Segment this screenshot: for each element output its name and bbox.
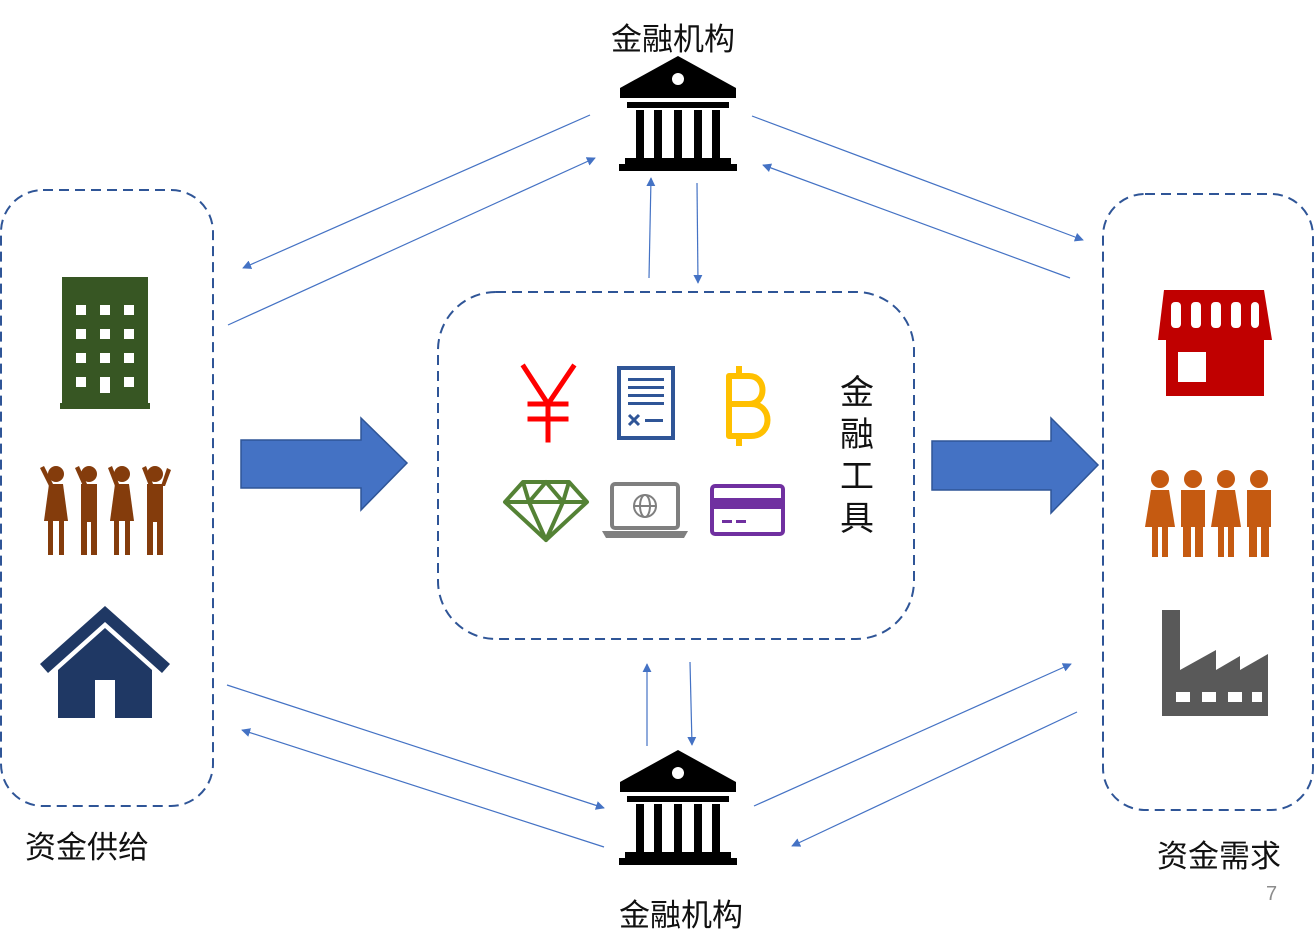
diamond-icon xyxy=(503,480,589,542)
yuan-icon xyxy=(520,363,577,443)
page-number: 7 xyxy=(1266,883,1278,905)
bitcoin-icon xyxy=(726,366,771,446)
supply-label: 资金供给 xyxy=(25,830,149,866)
flow-arrow xyxy=(226,684,605,810)
instruments-label-char: 融 xyxy=(840,415,874,455)
instruments-label-char: 金 xyxy=(840,373,874,413)
flow-arrow xyxy=(791,711,1078,847)
flow-arrow xyxy=(693,182,703,284)
big-arrow-left xyxy=(240,416,409,512)
top-institution-label: 金融机构 xyxy=(611,22,735,58)
instruments-label-char: 具 xyxy=(840,499,874,539)
instruments-label-char: 工 xyxy=(840,457,874,497)
flow-arrow xyxy=(687,661,697,746)
flow-arrow xyxy=(242,114,591,269)
flow-arrow xyxy=(241,728,605,848)
laptop-icon xyxy=(602,482,688,538)
flow-arrow xyxy=(227,157,596,326)
document-icon xyxy=(617,366,675,440)
flow-arrow xyxy=(751,115,1084,242)
demand-label: 资金需求 xyxy=(1157,839,1281,875)
factory-icon xyxy=(1162,610,1268,716)
supply-box xyxy=(0,189,214,807)
office-building-icon xyxy=(60,277,150,409)
bank-icon xyxy=(619,56,737,171)
flow-arrow xyxy=(762,163,1071,279)
house-icon xyxy=(40,606,170,718)
demand-box xyxy=(1102,193,1314,811)
people-group-icon xyxy=(40,466,171,555)
bottom-institution-label: 金融机构 xyxy=(619,898,743,934)
flow-arrows xyxy=(226,114,1084,848)
instruments-box xyxy=(437,291,915,640)
storefront-icon xyxy=(1158,290,1272,396)
flow-arrow xyxy=(753,663,1072,807)
bank-icon xyxy=(619,750,737,865)
big-arrow-right xyxy=(931,416,1100,515)
flow-arrow xyxy=(646,177,656,279)
instruments-label: 金 融 工 具 xyxy=(837,372,877,540)
people-group-icon xyxy=(1145,470,1271,557)
credit-card-icon xyxy=(710,484,785,536)
